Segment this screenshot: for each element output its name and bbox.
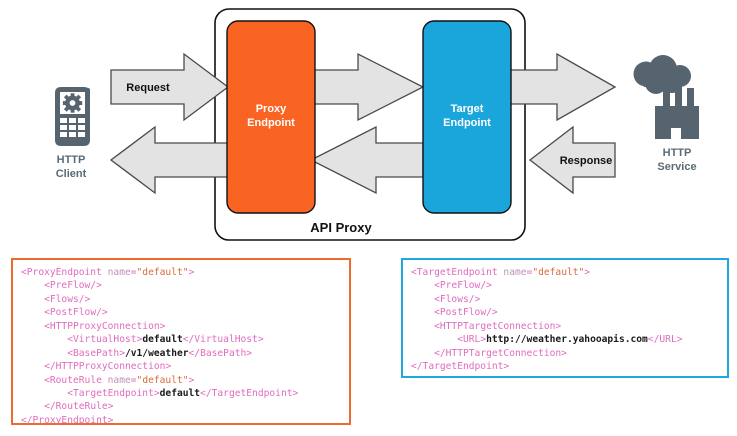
arrow-proxy-to-target [310,52,425,122]
code-line: <TargetEndpoint>default</TargetEndpoint> [67,387,299,399]
proxy-endpoint-label-line1: Proxy [256,103,287,115]
code-line: </ProxyEndpoint> [21,414,114,426]
code-line: <Flows/> [44,293,91,305]
http-service-label-line2: Service [657,161,696,173]
code-line: </TargetEndpoint> [411,361,510,373]
code-line: <PreFlow/> [434,280,492,292]
api-proxy-title: API Proxy [310,220,372,235]
arrow-target-to-proxy [309,125,424,195]
cloud-icon [633,55,691,94]
target-endpoint-label-line2: Endpoint [443,117,491,129]
arrow-to-service [506,52,617,122]
code-line: <PreFlow/> [44,280,102,292]
http-client-label-line1: HTTP [57,154,86,166]
proxy-endpoint-label-line2: Endpoint [247,117,295,129]
arrow-group [109,52,617,195]
factory-icon [655,84,699,139]
code-line: <Flows/> [434,293,481,305]
code-line: <PostFlow/> [434,307,498,319]
code-line: <TargetEndpoint name="default"> [411,267,591,278]
proxy-endpoint-xml-panel: <ProxyEndpoint name="default"> <PreFlow/… [11,258,351,426]
code-line: <ProxyEndpoint name="default"> [21,267,195,278]
arrow-request-label: Request [126,82,170,94]
arrow-client-response [109,125,229,195]
mobile-phone-gear-icon [55,87,90,146]
target-endpoint-xml-panel: <TargetEndpoint name="default"> <PreFlow… [401,258,729,378]
code-line: <HTTPTargetConnection> [434,320,562,332]
code-line: <URL>http://weather.yahooapis.com</URL> [457,334,683,346]
arrow-response [528,125,616,195]
http-service-label-line1: HTTP [663,147,692,159]
api-proxy-diagram: Request Response Proxy Endpoint Target E… [55,8,699,241]
code-line: <VirtualHost>default</VirtualHost> [67,334,264,346]
arrow-request [110,52,230,122]
target-endpoint-box[interactable] [422,20,512,214]
code-line: </HTTPTargetConnection> [434,347,567,359]
http-client-label-line2: Client [56,168,87,180]
factory-cloud-icon [633,55,699,139]
arrow-response-label: Response [560,155,613,167]
code-line: </RouteRule> [44,401,114,413]
code-line: </HTTPProxyConnection> [44,361,172,373]
code-line: <PostFlow/> [44,307,108,319]
code-line: <HTTPProxyConnection> [44,320,166,332]
code-line: <RouteRule name="default"> [44,374,195,386]
proxy-endpoint-box[interactable] [226,20,316,214]
code-line: <BasePath>/v1/weather</BasePath> [67,347,253,359]
target-endpoint-label-line1: Target [451,103,484,115]
